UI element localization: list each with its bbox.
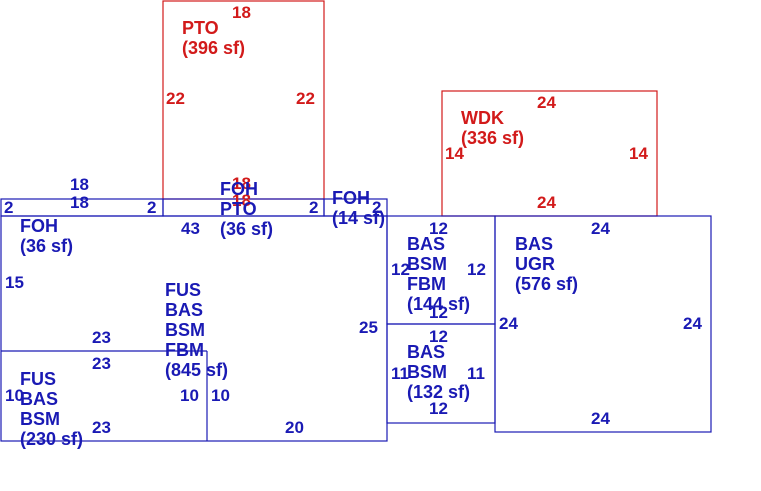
main-size: (845 sf) — [165, 360, 228, 380]
bas-ugr-outline — [494, 215, 712, 433]
foh-mid-side-dim: 2 — [309, 198, 318, 217]
wdk-top-dim: 24 — [537, 93, 556, 112]
bsm-dim-top: 12 — [429, 327, 448, 346]
wdk-right-dim: 14 — [629, 144, 648, 163]
small-dim-left: 10 — [5, 386, 24, 405]
ugr-label-2: UGR — [515, 254, 555, 274]
wdk-left-dim: 14 — [445, 144, 464, 163]
small-label-1: FUS — [20, 369, 56, 389]
ugr-label-1: BAS — [515, 234, 553, 254]
main-label-4: FBM — [165, 340, 204, 360]
small-label-3: BSM — [20, 409, 60, 429]
wdk-name: WDK — [461, 108, 504, 128]
main-dim-right: 25 — [359, 318, 378, 337]
main-dim-top: 43 — [181, 219, 200, 238]
bsm-dim-right: 11 — [467, 364, 485, 383]
pto-left-dim: 22 — [166, 89, 185, 108]
pto-top-dim: 18 — [232, 3, 251, 22]
wdk-size: (336 sf) — [461, 128, 524, 148]
pto-top-size: (396 sf) — [182, 38, 245, 58]
small-dim-top-2: 23 — [92, 354, 111, 373]
foh-right-side-dim: 2 — [372, 198, 381, 217]
foh-left-name: FOH — [20, 216, 58, 236]
fbm-label-1: BAS — [407, 234, 445, 254]
fbm-dim-left: 12 — [391, 260, 410, 279]
pto-right-dim: 22 — [296, 89, 315, 108]
small-dim-right-1: 10 — [180, 386, 199, 405]
foh-left-top-dim-2: 18 — [70, 193, 89, 212]
bsm-dim-left: 11 — [391, 364, 409, 383]
small-dim-bottom: 23 — [92, 418, 111, 437]
wdk-bottom-dim: 24 — [537, 193, 556, 212]
fbm-label-3: FBM — [407, 274, 446, 294]
foh-left-size: (36 sf) — [20, 236, 73, 256]
foh-right-name: FOH — [332, 188, 370, 208]
ugr-dim-top: 24 — [591, 219, 610, 238]
small-dim-right-2: 10 — [211, 386, 230, 405]
foh-left-side-dim-1: 2 — [4, 198, 13, 217]
bsm-label-1: BAS — [407, 342, 445, 362]
foh-right-size: (14 sf) — [332, 208, 385, 228]
main-dim-left: 15 — [5, 273, 24, 292]
fbm-size: (144 sf) — [407, 294, 470, 314]
ugr-size: (576 sf) — [515, 274, 578, 294]
main-label-3: BSM — [165, 320, 205, 340]
foh-left-top-dim-1: 18 — [70, 175, 89, 194]
fbm-dim-top: 12 — [429, 219, 448, 238]
foh-pto-size: (36 sf) — [220, 219, 273, 239]
ugr-dim-left: 24 — [499, 314, 518, 333]
pto-top-name: PTO — [182, 18, 219, 38]
main-label-1: FUS — [165, 280, 201, 300]
bsm-size: (132 sf) — [407, 382, 470, 402]
bsm-dim-bottom: 12 — [429, 399, 448, 418]
pto-bottom-dim-2: 18 — [232, 191, 251, 210]
fbm-dim-bottom: 12 — [429, 303, 448, 322]
pto-bottom-dim: 18 — [232, 174, 251, 193]
foh-left-side-dim-2: 2 — [147, 198, 156, 217]
small-dim-top-1: 23 — [92, 328, 111, 347]
bsm-label-2: BSM — [407, 362, 447, 382]
small-size: (230 sf) — [20, 429, 83, 449]
main-label-2: BAS — [165, 300, 203, 320]
small-label-2: BAS — [20, 389, 58, 409]
foh-pto-name-1: FOH — [220, 179, 258, 199]
fbm-label-2: BSM — [407, 254, 447, 274]
fbm-dim-right: 12 — [467, 260, 486, 279]
main-dim-bottom: 20 — [285, 418, 304, 437]
foh-pto-name-2: PTO — [220, 199, 257, 219]
ugr-dim-bottom: 24 — [591, 409, 610, 428]
ugr-dim-right: 24 — [683, 314, 702, 333]
